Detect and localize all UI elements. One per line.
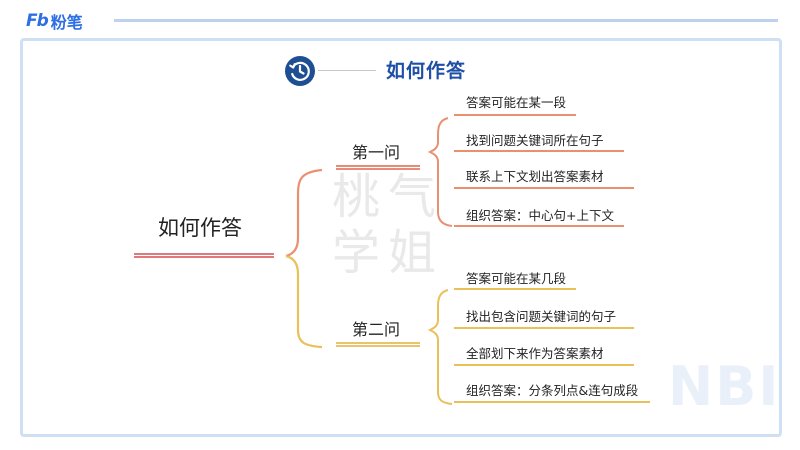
mindmap-root: 如何作答	[158, 216, 242, 240]
branch-2-leaf-1: 答案可能在某几段	[466, 271, 567, 286]
header-divider	[114, 19, 778, 22]
branch-1-leaf-1: 答案可能在某一段	[466, 95, 567, 110]
leaf-underline	[454, 364, 634, 366]
fenbi-logo: Fb 粉笔	[26, 9, 83, 33]
page-title: 如何作答	[386, 60, 467, 82]
watermark-line-2: 学姐	[332, 225, 445, 281]
leaf-underline	[454, 327, 634, 329]
root-underline	[134, 253, 274, 258]
branch-2-leaf-2: 找出包含问题关键词的句子	[466, 309, 617, 324]
branch-1-leaf-2: 找到问题关键词所在句子	[466, 133, 604, 148]
clock-history-icon	[285, 56, 315, 86]
watermark-corner-logo: NBI	[668, 355, 781, 418]
logo-mark: Fb	[26, 11, 49, 31]
leaf-underline	[454, 401, 650, 403]
branch-2-leaf-4: 组织答案：分条列点&连句成段	[466, 383, 639, 398]
branch-2-underline	[336, 342, 420, 347]
leaf-underline	[454, 114, 576, 116]
branch-1-label: 第一问	[352, 143, 401, 162]
slide-frame	[20, 38, 782, 437]
leaf-underline	[454, 150, 624, 152]
leaf-underline	[454, 225, 624, 227]
leaf-underline	[454, 288, 576, 290]
logo-text: 粉笔	[50, 13, 83, 32]
branch-2-leaf-3: 全部划下来作为答案素材	[466, 346, 604, 361]
branch-1-leaf-3: 联系上下文划出答案素材	[466, 169, 604, 184]
watermark-line-1: 桃气	[332, 169, 445, 225]
branch-1-leaf-4: 组织答案：中心句+上下文	[466, 208, 614, 223]
branch-2-label: 第二问	[352, 320, 401, 339]
branch-1-underline	[336, 165, 420, 170]
title-connector-line	[318, 70, 376, 71]
leaf-underline	[454, 187, 634, 189]
